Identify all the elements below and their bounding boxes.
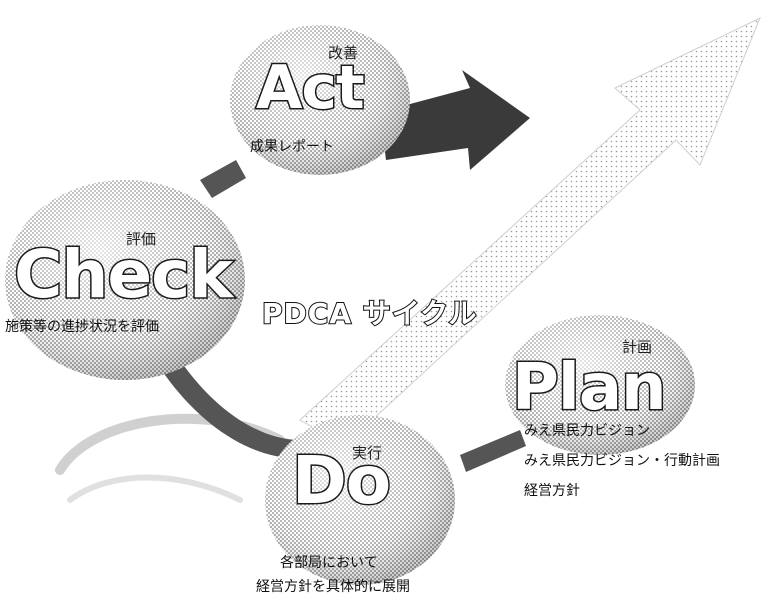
do-jp-label: 実行 (352, 444, 383, 462)
connector-check-do (150, 345, 304, 459)
check-description: 施策等の進捗状況を評価 (5, 319, 159, 335)
connector-do-plan (460, 430, 526, 472)
plan-title: Plan (511, 351, 669, 425)
do-description-1: 各部局において (280, 555, 378, 571)
plan-description-1: みえ県民力ビジョン (524, 423, 650, 439)
do-description-2: 経営方針を具体的に展開 (256, 579, 410, 595)
growth-arrow (299, 16, 761, 446)
check-title: Check (12, 236, 234, 313)
act-title: Act (255, 53, 367, 123)
swirl-line (67, 474, 243, 503)
cycle-title: PDCA サイクル (261, 296, 478, 331)
do-title: Do (290, 442, 392, 519)
connector-check-act (200, 160, 246, 198)
plan-description-3: 経営方針 (524, 483, 580, 499)
plan-jp-label: 計画 (622, 338, 653, 356)
check-jp-label: 評価 (126, 230, 157, 248)
act-description: 成果レポート (250, 139, 334, 155)
act-jp-label: 改善 (328, 44, 359, 62)
act-arrow-head (380, 70, 530, 170)
plan-description-2: みえ県民力ビジョン・行動計画 (524, 453, 720, 469)
